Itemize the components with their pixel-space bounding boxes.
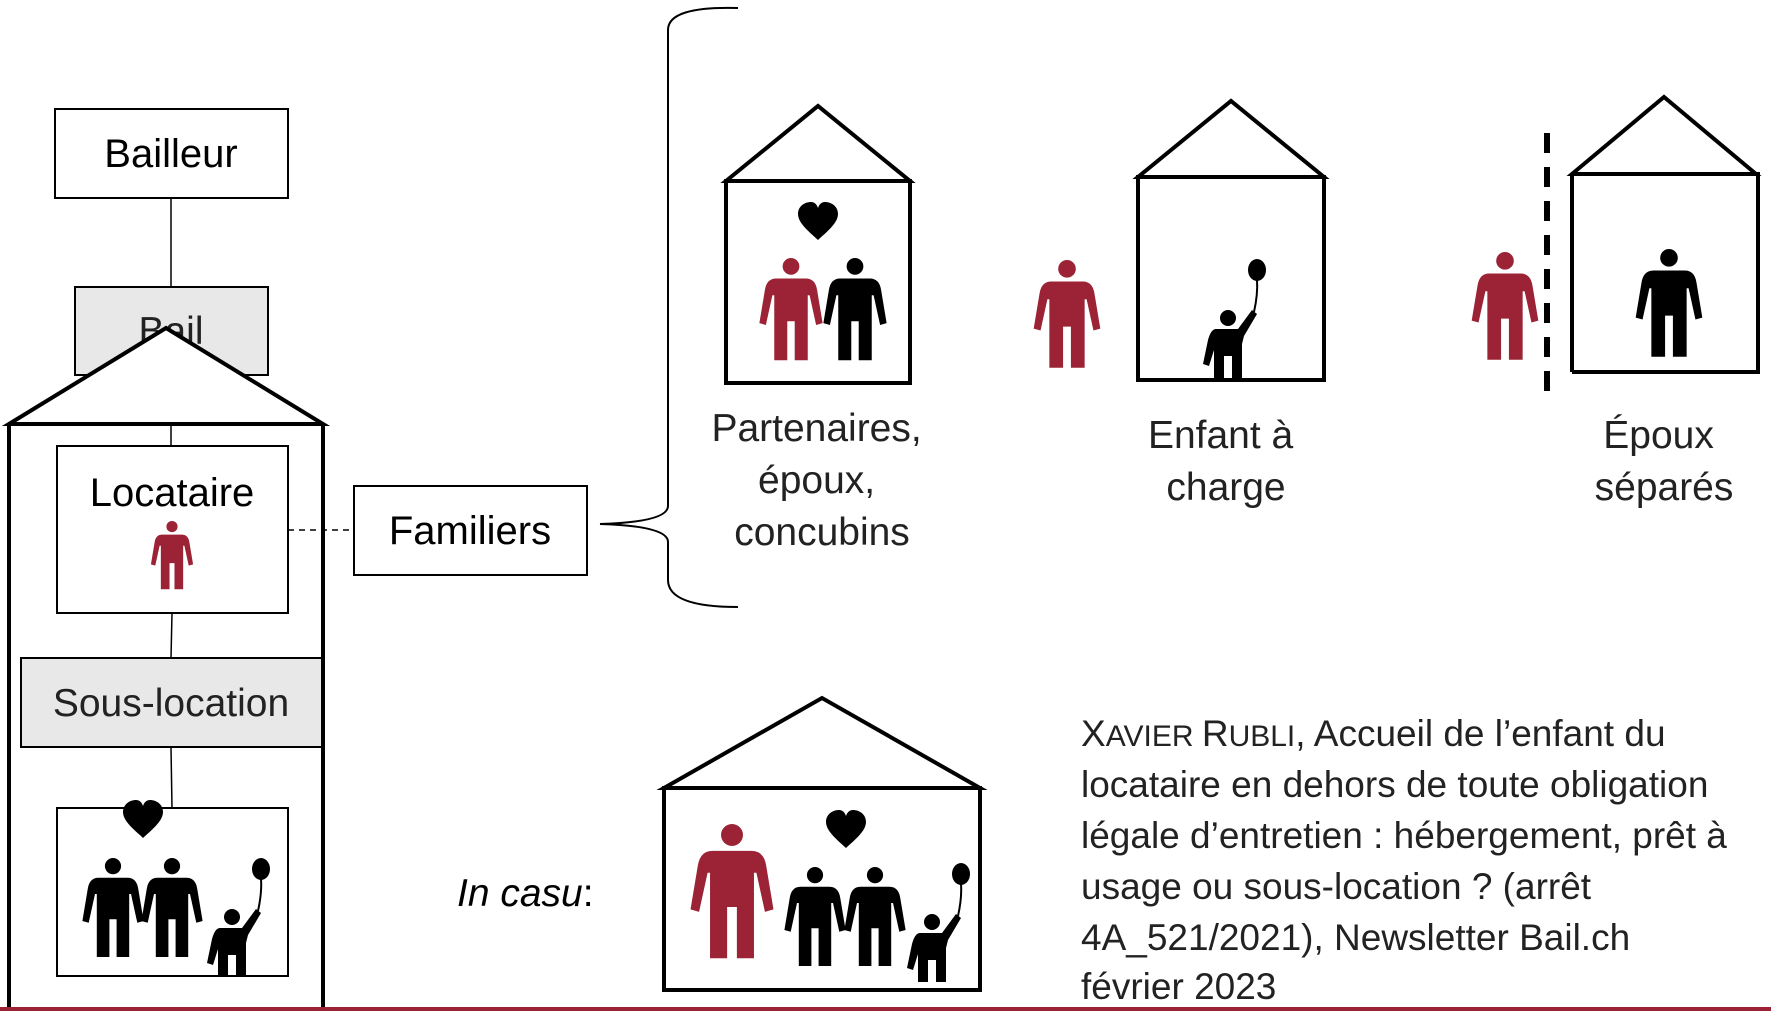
caption-partners: Partenaires, époux, concubins <box>711 407 932 554</box>
in-casu-label: In casu: <box>457 872 594 915</box>
sous-location-label: Sous-location <box>53 682 289 725</box>
in-casu-house-icon <box>656 695 988 992</box>
child-house-icon <box>1132 98 1330 382</box>
bailleur-label: Bailleur <box>104 132 237 176</box>
caption-separated: Époux séparés <box>1595 414 1734 509</box>
partners-house-icon <box>720 103 916 385</box>
sous-location-box: Sous-location <box>20 657 323 748</box>
familiers-box: Familiers <box>353 485 588 576</box>
familiers-brace <box>599 6 739 608</box>
subtenant-family-box <box>56 800 289 978</box>
connector-locataire-souslocation <box>170 612 173 659</box>
citation-line-5: 4A_521/2021), Newsletter Bail.ch <box>1081 917 1630 958</box>
connector-souslocation-family <box>170 746 173 809</box>
citation-line-1: XAVIER RUBLI, Accueil de l’enfant du <box>1081 713 1666 754</box>
person-icon <box>1471 252 1539 360</box>
caption-child: Enfant à charge <box>1148 414 1304 509</box>
person-icon <box>1635 249 1703 357</box>
citation-line-2: locataire en dehors de toute obligation <box>1081 764 1708 805</box>
citation: XAVIER RUBLI, Accueil de l’enfant du loc… <box>1081 713 1727 1007</box>
bailleur-box: Bailleur <box>54 108 289 199</box>
separated-house-icon <box>1566 94 1762 374</box>
citation-line-4: usage ou sous-location ? (arrêt <box>1081 866 1592 907</box>
bottom-accent-bar <box>0 1007 1771 1011</box>
citation-line-3: légale d’entretien : hébergement, prêt à <box>1081 815 1727 856</box>
familiers-label: Familiers <box>389 509 551 553</box>
citation-line-6: février 2023 <box>1081 966 1276 1007</box>
person-icon <box>1033 260 1101 368</box>
locataire-box: Locataire <box>56 445 289 614</box>
locataire-label: Locataire <box>90 471 255 515</box>
